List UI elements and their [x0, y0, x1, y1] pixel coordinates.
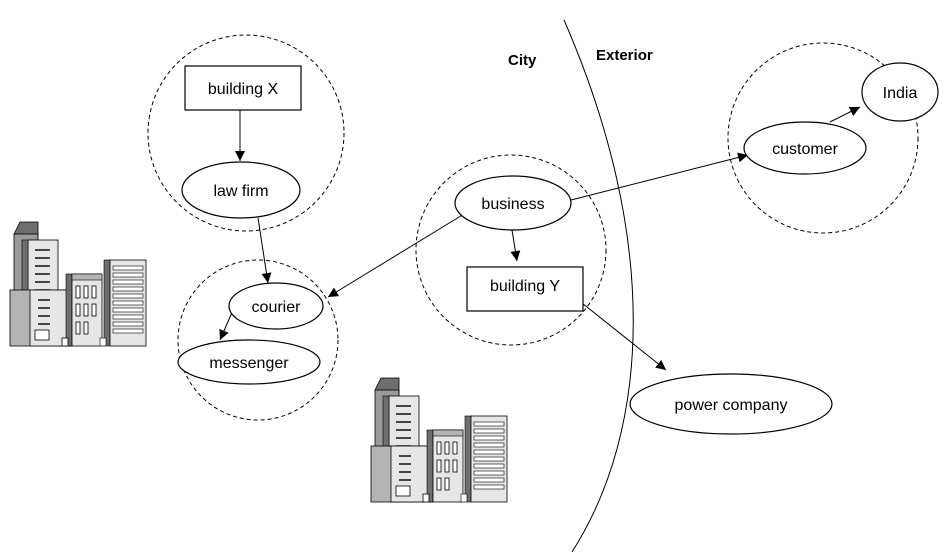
- city-buildings-icon: [9, 221, 147, 347]
- edge-business-customer: [570, 152, 749, 201]
- node-power-company-label: power company: [675, 397, 788, 414]
- node-building-x: building X: [184, 65, 302, 111]
- node-building-y-label: building Y: [490, 278, 560, 295]
- courier-group-ring: [177, 259, 339, 421]
- node-india-label: India: [883, 85, 918, 102]
- node-building-x-label: building X: [208, 81, 279, 98]
- node-courier: courier: [228, 282, 324, 330]
- edge-lawfirm-courier: [257, 217, 272, 284]
- node-messenger-label: messenger: [209, 355, 289, 372]
- edge-business-courier: [327, 213, 465, 298]
- node-business: business: [454, 175, 572, 231]
- node-business-label: business: [481, 196, 544, 213]
- customer-group-ring: [727, 42, 919, 234]
- city-region-label: City: [508, 52, 537, 69]
- node-messenger: messenger: [177, 339, 321, 385]
- edge-customer-india: [829, 106, 861, 123]
- business-group-ring: [415, 154, 607, 346]
- node-power-company: power company: [629, 373, 833, 435]
- edge-business-buildingy: [510, 229, 521, 262]
- city-boundary-line: [563, 19, 634, 553]
- node-customer: customer: [743, 121, 867, 175]
- city-buildings-icon: [370, 377, 508, 503]
- node-law-firm: law firm: [181, 161, 301, 219]
- node-customer-label: customer: [772, 141, 838, 158]
- node-law-firm-label: law firm: [213, 183, 268, 200]
- node-building-y: building Y: [466, 266, 584, 312]
- law-firm-group-ring: [147, 34, 345, 232]
- edge-courier-messenger: [219, 309, 234, 341]
- edge-buildingy-powercompany: [581, 302, 667, 371]
- node-india: India: [861, 62, 939, 122]
- exterior-region-label: Exterior: [596, 47, 653, 64]
- node-courier-label: courier: [252, 299, 302, 316]
